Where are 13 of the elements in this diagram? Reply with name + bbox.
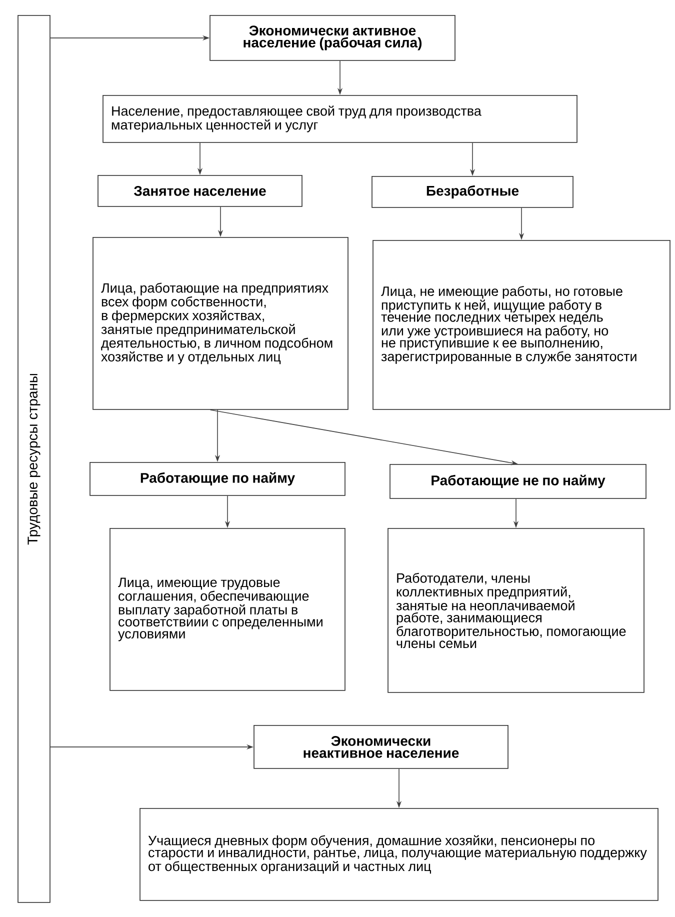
heading-box: Работающие по найму [90,462,346,496]
heading-box: Безработные [372,176,574,208]
heading-box: Работающие не по найму [390,464,646,499]
description-box: Население, предоставляющее свой труд для производства материальных ценностей и услуг [102,95,578,143]
heading-box: Экономически активное население (рабочая сила) [210,14,456,61]
description-box: Работодатели, члены коллективных предприятий, занятые на неоплачиваемой работе, занимающиеся благотворительностью, помогающие члены семьи [388,528,644,693]
side-bar-box: Трудовые ресурсы страны [18,14,50,903]
description-box: Учащиеся дневных форм обучения, домашние хозяйки, пенсионеры по старости и инвалидности, рантье, лица, получающие материальную поддержку от общественных организаций и частных лиц [140,808,658,901]
description-box: Лица, имеющие трудовые соглашения, обеспечивающие выплату заработной платы в соответствиии с определенными условиями [110,528,346,691]
heading-box: Экономически неактивное население [254,725,508,769]
description-box: Лица, не имеющие работы, но готовые приступить к ней, ищущие работу в течение последних четырех недель или уже устроившиеся на работу, но не приступившие к ее выполнению, зарегистрированные в службе занятости [372,240,670,410]
description-box: Лица, работающие на предприятиях всех форм собственности, в фермерских хозяйствах, занятые предпринимательской деятельностью, в личном подсобном хозяйстве и у отдельных лиц [92,237,348,410]
heading-box: Занятое население [98,175,302,207]
